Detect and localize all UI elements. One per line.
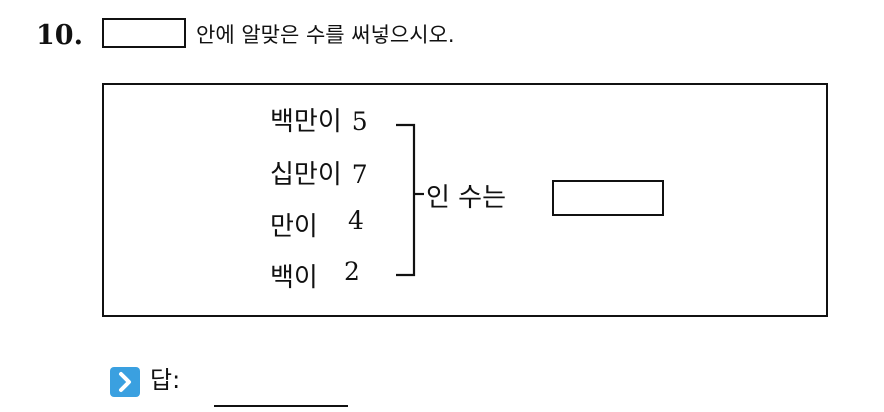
place-value-digit-cell: 2 [344, 257, 360, 286]
instruction-blank-box [102, 18, 186, 48]
chevron-right-icon [110, 367, 140, 397]
problem-frame: 백만이 5 십만이 7 만이 4 백이 2 인 수는 [102, 83, 828, 317]
place-value-digit: 2 [344, 257, 360, 286]
place-value-row: 십만이 7 [270, 154, 368, 191]
result-text: 인 수는 [426, 183, 507, 213]
place-value-digit: 7 [351, 160, 368, 189]
answer-label: 답: [150, 366, 181, 394]
place-value-row: 만이 [270, 206, 318, 243]
result-answer-box[interactable] [552, 180, 664, 216]
answer-line[interactable] [214, 405, 348, 407]
place-value-digit: 5 [351, 107, 368, 136]
place-value-label: 백이 [270, 263, 318, 293]
place-value-digit-cell: 4 [348, 206, 364, 235]
place-value-digit: 4 [348, 206, 364, 235]
place-value-label: 십만이 [270, 160, 342, 190]
question-number: 10. [36, 20, 83, 51]
place-value-row: 백이 [270, 257, 318, 294]
place-value-label: 만이 [270, 212, 318, 242]
place-value-row: 백만이 5 [270, 101, 368, 138]
question-instruction: 안에 알맞은 수를 써넣으시오. [196, 23, 455, 47]
grouping-bracket [396, 123, 424, 277]
place-value-label: 백만이 [270, 107, 342, 137]
